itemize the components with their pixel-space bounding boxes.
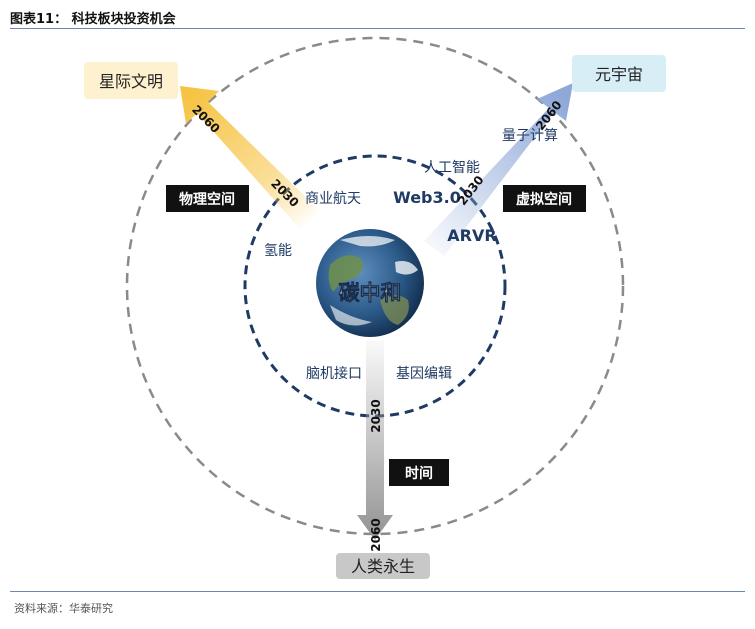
box-physical-space-label: 物理空间 (179, 191, 235, 208)
label-aerospace: 商业航天 (305, 191, 361, 207)
box-metaverse: 元宇宙 (572, 55, 666, 92)
label-quantum: 量子计算 (502, 128, 558, 144)
box-physical-space: 物理空间 (166, 185, 249, 212)
earth-globe (316, 229, 424, 337)
label-gene: 基因编辑 (396, 365, 452, 382)
footer-divider (10, 591, 745, 592)
center-label: 碳中和 (339, 281, 402, 305)
year-bottom-2060: 2060 (369, 518, 383, 551)
outer-circle (125, 36, 625, 536)
page-title: 图表11： 科技板块投资机会 (10, 12, 176, 27)
box-virtual-space-label: 虚拟空间 (516, 191, 572, 208)
box-interstellar-label: 星际文明 (99, 72, 163, 91)
box-immortality-label: 人类永生 (351, 557, 415, 576)
box-time-label: 时间 (405, 465, 433, 482)
box-metaverse-label: 元宇宙 (595, 65, 643, 84)
label-ai: 人工智能 (424, 160, 480, 176)
label-web3: Web3.0 (393, 188, 461, 207)
label-arvr: ARVR (447, 226, 496, 245)
arrow-time (357, 340, 393, 540)
arrow-virtual (424, 83, 573, 256)
box-virtual-space: 虚拟空间 (503, 185, 586, 212)
label-bci: 脑机接口 (306, 365, 362, 382)
header-divider (10, 28, 745, 29)
year-bottom-2030: 2030 (369, 399, 383, 432)
arrow-physical (180, 86, 320, 230)
box-interstellar: 星际文明 (84, 62, 178, 99)
box-immortality: 人类永生 (336, 553, 430, 579)
source-note: 资料来源：华泰研究 (14, 602, 113, 615)
inner-circle (243, 154, 507, 418)
label-hydrogen: 氢能 (264, 243, 292, 259)
box-time: 时间 (389, 459, 449, 486)
